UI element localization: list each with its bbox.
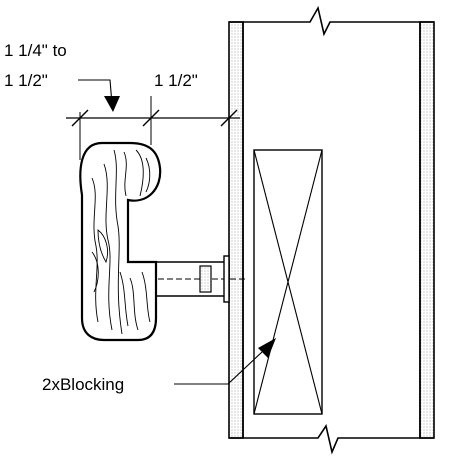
mounting-plate (223, 255, 230, 303)
blocking-2x (253, 149, 323, 415)
blocking-leader (174, 338, 276, 385)
handrail-outline (79, 141, 162, 342)
drywall-right (419, 21, 435, 439)
blocking-label: 2xBlocking (42, 375, 124, 394)
dimension-lines (66, 79, 240, 160)
drywall-left (228, 21, 244, 439)
blocking-arrowhead (258, 338, 276, 358)
wall (228, 5, 435, 455)
width-label-line1: 1 1/4" to (4, 41, 67, 60)
width-label-line2: 1 1/2" (4, 71, 48, 90)
wood-grain (91, 149, 151, 335)
width-arrowhead (104, 96, 120, 112)
handrail-profile (79, 141, 162, 342)
break-line-top (229, 5, 434, 37)
screw (199, 265, 212, 293)
break-line-bottom (229, 424, 434, 455)
clearance-label: 1 1/2" (154, 71, 198, 90)
